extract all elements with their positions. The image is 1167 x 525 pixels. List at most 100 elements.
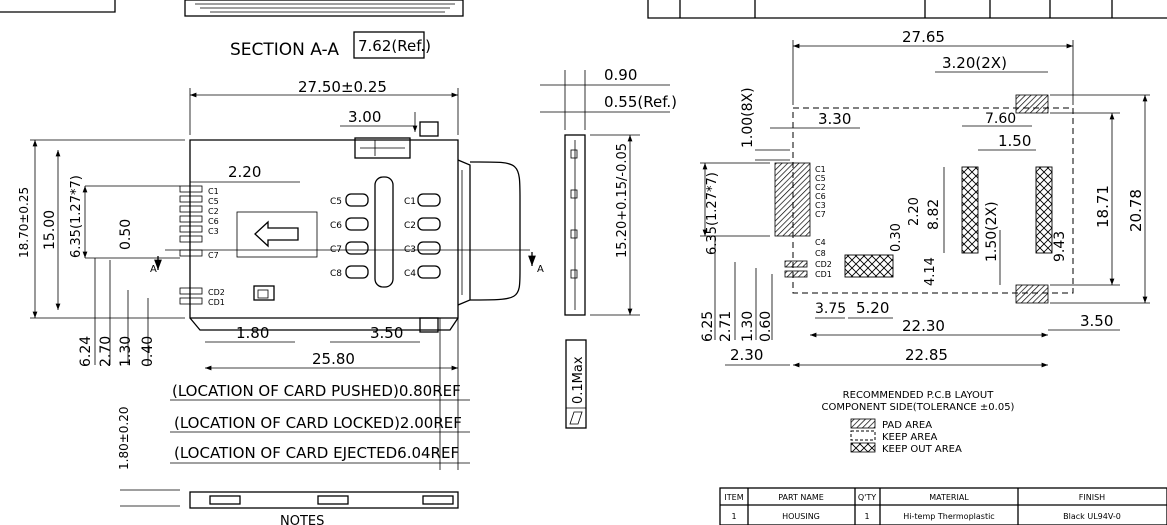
dim-180: 1.80: [236, 324, 269, 342]
front-view: C1 C5 C2 C6 C3 C7 CD2 CD1 C5 C6 C7 C8 C1: [17, 78, 544, 525]
pcb-dim-943: 9.43: [1052, 231, 1068, 262]
dim-2580: 25.80: [312, 350, 355, 368]
pcb-dim-625: 6.25: [700, 311, 716, 342]
pcb-dim-2285: 22.85: [905, 346, 948, 364]
section-title: SECTION A-A: [230, 40, 339, 60]
pcb-dim-230: 2.30: [730, 346, 763, 364]
dim-300: 3.00: [348, 108, 381, 126]
section-ref: 7.62(Ref.): [358, 37, 431, 55]
dim-090: 0.90: [604, 66, 637, 84]
contact-c8: C8: [330, 269, 342, 279]
bom-r1-part: HOUSING: [782, 512, 820, 521]
bom-h-item: ITEM: [724, 493, 743, 502]
pcb-layout: C1 C5 C2 C6 C3 C7 C4 C8 CD2 CD1 27.65 3.…: [647, 0, 1167, 455]
pcb-dim-520: 5.20: [856, 299, 889, 317]
dim-130: 1.30: [118, 336, 134, 367]
pin-label-c5: C5: [208, 197, 219, 206]
pcb-pin-c7: C7: [815, 210, 826, 219]
bom-r1-material: Hi-temp Thermoplastic: [903, 512, 994, 521]
pcb-dim-760: 7.60: [985, 111, 1016, 127]
bom-r1-qty: 1: [864, 512, 869, 521]
pcb-dim-150: 1.50: [998, 132, 1031, 150]
notes-heading: NOTES: [280, 514, 324, 525]
flatness: 0.1Max: [571, 356, 586, 404]
pcb-dim-100: 1.00(8X): [740, 87, 756, 148]
pin-label-c1: C1: [208, 187, 219, 196]
dim-width-total: 27.50±0.25: [298, 78, 387, 96]
pcb-pin-cd1: CD1: [815, 270, 832, 279]
pcb-dim-2230: 22.30: [902, 317, 945, 335]
pin-label-cd2: CD2: [208, 288, 225, 297]
legend-keepout-swatch: [850, 442, 876, 453]
bom-r1-finish: Black UL94V-0: [1063, 512, 1121, 521]
bom-h-finish: FINISH: [1079, 493, 1105, 502]
pcb-pin-c1: C1: [815, 165, 826, 174]
pcb-pin-c4: C4: [815, 238, 826, 247]
dim-624: 6.24: [78, 336, 94, 367]
pcb-caption-2: COMPONENT SIDE(TOLERANCE ±0.05): [822, 402, 1015, 413]
section-mark-right: A: [537, 264, 544, 275]
pcb-pin-c8: C8: [815, 249, 826, 258]
pcb-dim-2078: 20.78: [1127, 189, 1145, 232]
contact-c6: C6: [330, 221, 342, 231]
pcb-dim-2765: 27.65: [902, 28, 945, 46]
pcb-dim-350: 3.50: [1080, 312, 1113, 330]
dim-thickness: 1.80±0.20: [117, 407, 131, 471]
dim-1520: 15.20+0.15/-0.05: [615, 143, 630, 258]
pcb-dim-130: 1.30: [740, 311, 756, 342]
pcb-pin-c6: C6: [815, 192, 826, 201]
pcb-dim-320: 3.20(2X): [942, 54, 1007, 72]
bom-h-part: PART NAME: [778, 493, 824, 502]
pcb-dim-414: 4.14: [923, 257, 938, 286]
bom-r1-item: 1: [731, 512, 736, 521]
contacts: [345, 193, 441, 279]
dim-height-total: 18.70±0.25: [17, 187, 31, 258]
bom-h-qty: Q'TY: [858, 493, 876, 502]
contact-c4: C4: [404, 269, 416, 279]
dim-350: 3.50: [370, 324, 403, 342]
pin-label-c2: C2: [208, 207, 219, 216]
legend-pad: PAD AREA: [882, 420, 932, 431]
section-a-a-view: SECTION A-A 7.62(Ref.): [0, 0, 464, 60]
pcb-dim-271: 2.71: [718, 311, 734, 342]
pcb-pin-cd2: CD2: [815, 260, 832, 269]
legend-pad-swatch: [850, 418, 876, 429]
pin-label-cd1: CD1: [208, 298, 225, 307]
dim-pitch: 6.35(1.27*7): [69, 175, 84, 258]
pcb-dim-635: 6.35(1.27*7): [705, 172, 720, 255]
section-mark-left: A: [150, 264, 157, 275]
pcb-dim-330: 3.30: [818, 110, 851, 128]
dim-055: 0.55(Ref.): [604, 93, 677, 111]
dim-220: 2.20: [228, 163, 261, 181]
dim-1500: 15.00: [42, 210, 58, 250]
contact-c2: C2: [404, 221, 416, 231]
pcb-dim-882: 8.82: [926, 199, 942, 230]
pcb-pin-c5: C5: [815, 174, 826, 183]
pcb-dim-220: 2.20: [907, 197, 922, 226]
pin-label-c6: C6: [208, 217, 219, 226]
pcb-dim-150x: 1.50(2X): [984, 201, 1000, 262]
pcb-dim-030: 0.30: [889, 223, 904, 252]
pin-label-c3: C3: [208, 227, 219, 236]
pcb-dim-060: 0.60: [758, 311, 774, 342]
pcb-pin-c2: C2: [815, 183, 826, 192]
contact-c5: C5: [330, 197, 342, 207]
pin-label-c7: C7: [208, 251, 219, 260]
card-pushed: (LOCATION OF CARD PUSHED)0.80REF: [172, 382, 461, 400]
dim-270: 2.70: [98, 336, 114, 367]
contact-c1: C1: [404, 197, 416, 207]
dim-040: 0.40: [140, 336, 156, 367]
legend-keepout: KEEP OUT AREA: [882, 444, 962, 455]
pcb-caption-1: RECOMMENDED P.C.B LAYOUT: [843, 390, 995, 401]
card-locked: (LOCATION OF CARD LOCKED)2.00REF: [174, 414, 462, 432]
side-view: 0.90 0.55(Ref.) 15.20+0.15/-0.05 0.1Max: [540, 66, 677, 429]
legend-keep: KEEP AREA: [882, 432, 938, 443]
pcb-dim-1871: 18.71: [1094, 185, 1112, 228]
card-ejected: (LOCATION OF CARD EJECTED6.04REF: [174, 444, 459, 462]
pcb-dim-375: 3.75: [815, 301, 846, 317]
bom-h-material: MATERIAL: [929, 493, 969, 502]
dim-050: 0.50: [118, 219, 134, 250]
pcb-pin-c3: C3: [815, 201, 826, 210]
bom-table: ITEM PART NAME Q'TY MATERIAL FINISH 1 HO…: [719, 487, 1167, 525]
